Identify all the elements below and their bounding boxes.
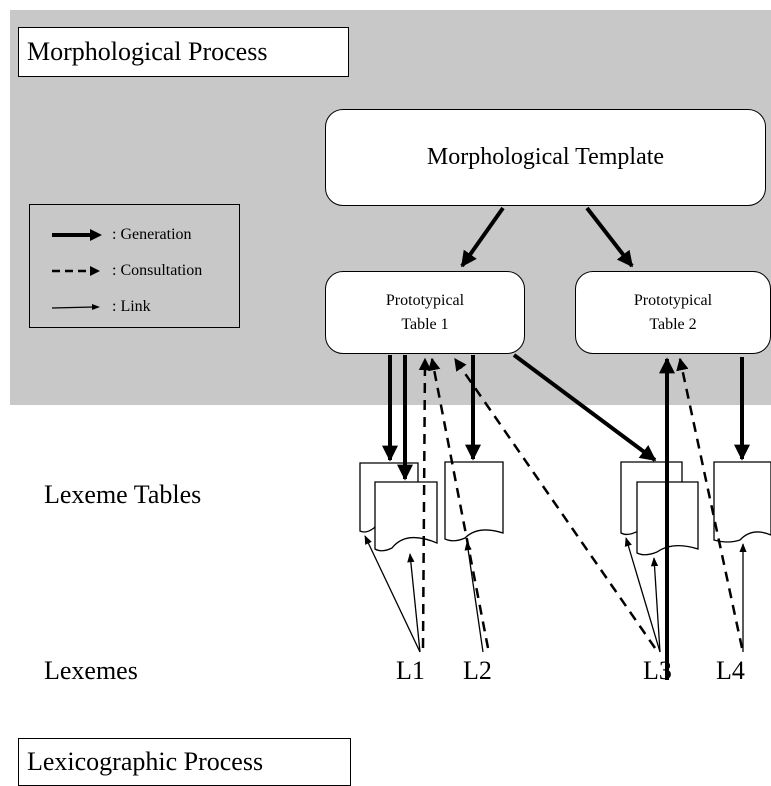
lexeme-tables-row-label: Lexeme Tables <box>44 480 202 509</box>
consultation-arrow-icon <box>52 266 100 276</box>
proto1-line1: Prototypical <box>385 291 465 309</box>
link-l3-to-doc3b <box>650 557 661 653</box>
generation-arrow-icon <box>52 229 102 241</box>
lexeme-table-doc-4 <box>713 461 771 543</box>
proto1-line2: Table 1 <box>401 315 449 333</box>
lexeme-l4: L4 <box>716 656 745 685</box>
prototypical-table-2-node: Prototypical Table 2 <box>575 271 771 354</box>
proto2-line1: Prototypical <box>633 291 713 309</box>
consult-l3-to-proto1 <box>453 357 657 649</box>
consult-l2-to-proto1 <box>428 357 490 649</box>
gen-proto1-to-doc3a <box>512 353 657 462</box>
legend-generation: : Generation <box>30 225 192 245</box>
legend-generation-label: : Generation <box>112 226 192 243</box>
morphological-template-node: Morphological Template <box>325 109 766 206</box>
prototypical-table-1-node: Prototypical Table 1 <box>325 271 525 354</box>
legend-link: : Link <box>30 297 151 317</box>
morphological-process-label: Morphological Process <box>18 27 349 77</box>
link-l2-to-doc2 <box>464 541 484 653</box>
lexeme-table-doc-2 <box>444 461 504 542</box>
gen-template-to-proto2 <box>585 206 634 268</box>
lexicographic-process-label: Lexicographic Process <box>18 738 351 786</box>
consult-l4-to-proto2 <box>676 357 744 649</box>
gen-template-to-proto1 <box>460 206 505 268</box>
legend-link-label: : Link <box>112 298 151 315</box>
proto2-line2: Table 2 <box>649 315 697 333</box>
link-l1-to-doc1b <box>407 553 421 653</box>
legend-consultation: : Consultation <box>30 261 202 281</box>
legend-consultation-label: : Consultation <box>112 262 203 279</box>
lexemes-row-label: Lexemes <box>44 656 138 685</box>
lexeme-l2: L2 <box>463 656 492 685</box>
link-l1-to-doc1a <box>364 535 421 653</box>
legend: : Generation : Consultation : Link <box>29 204 240 328</box>
lexeme-table-doc-1b <box>374 481 438 552</box>
link-arrow-icon <box>51 304 100 310</box>
lexeme-l1: L1 <box>396 656 425 685</box>
link-l3-to-doc3a <box>624 537 661 653</box>
consult-l1-to-proto1 <box>418 357 432 649</box>
